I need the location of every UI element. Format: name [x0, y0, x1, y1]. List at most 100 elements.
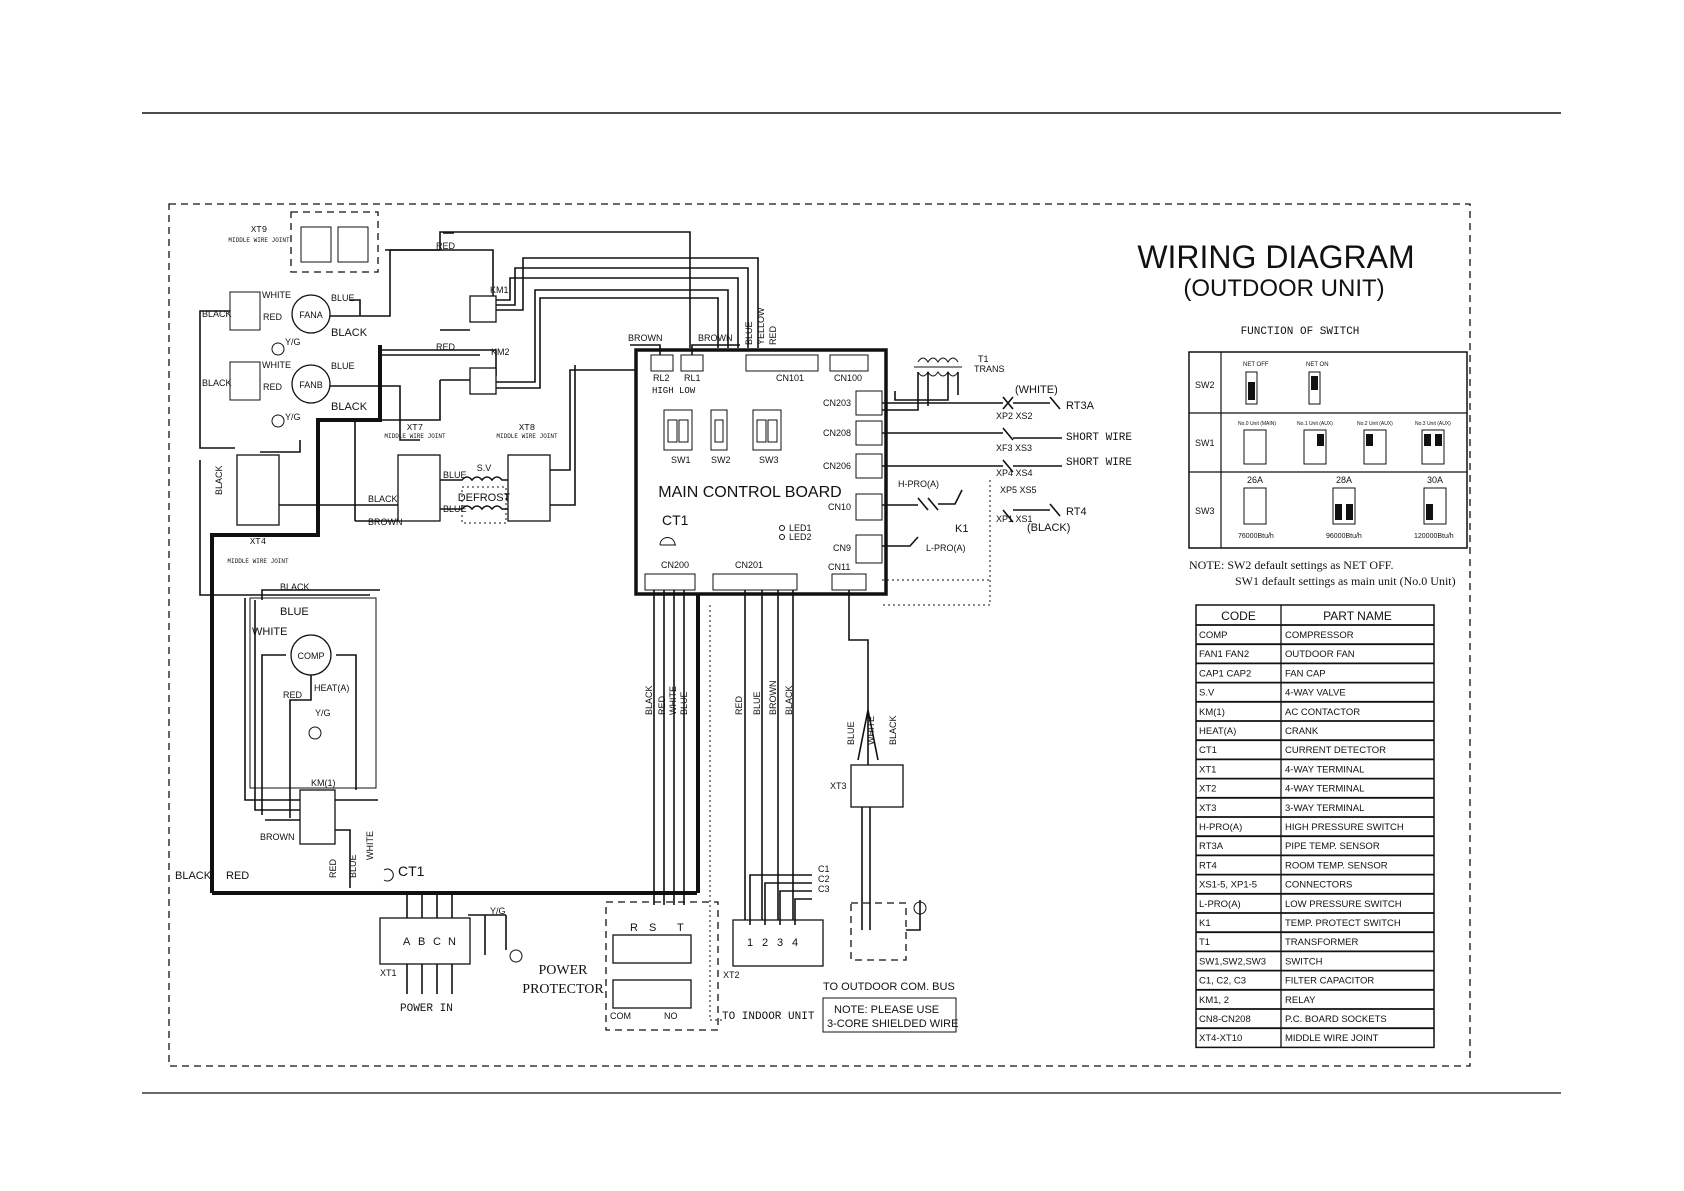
fana-label: FANA — [299, 310, 323, 320]
parts-row-code: C1, C2, C3 — [1199, 976, 1246, 987]
km1-red-label: RED — [436, 241, 456, 251]
parts-row-name: 4-WAY TERMINAL — [1285, 784, 1364, 795]
ground-icon — [308, 726, 322, 740]
sw2-label: SW2 — [711, 455, 731, 465]
t1-label: T1 — [978, 354, 989, 364]
shield-note-box — [822, 997, 957, 1033]
sw3-28a-lever-2 — [1346, 504, 1353, 520]
switch-function-table — [1188, 351, 1468, 549]
xt9-block-right — [337, 226, 369, 263]
sw3-dip-lever-1 — [756, 419, 767, 443]
sw3-opt-120000: 120000Btu/h — [1414, 533, 1454, 540]
parts-row-code: T1 — [1199, 937, 1210, 948]
sw1-unit3-switch — [1421, 429, 1445, 465]
parts-row-name: MIDDLE WIRE JOINT — [1285, 1033, 1379, 1044]
switch-function-title: FUNCTION OF SWITCH — [1241, 326, 1360, 338]
c1-label: C1 — [818, 864, 830, 874]
sw2-dip[interactable] — [710, 409, 728, 451]
to-outdoor-label: TO OUTDOOR COM. BUS — [823, 981, 955, 993]
rt4-label: RT4 — [1066, 506, 1087, 518]
protector-s: S — [649, 922, 656, 934]
parts-row-code: KM1, 2 — [1199, 995, 1229, 1006]
board-ct-icon — [659, 537, 676, 546]
fana-white-label: WHITE — [262, 290, 291, 300]
cn201-brown-label: BROWN — [768, 681, 778, 716]
sw2-netoff-lever — [1248, 382, 1255, 400]
fanb-yg-label: Y/G — [285, 412, 301, 422]
xt8-label: XT8 — [519, 423, 535, 433]
comp-wires — [261, 589, 380, 818]
sw2-neton-switch — [1308, 371, 1321, 405]
rl1-label: RL1 — [684, 373, 701, 383]
sw1-unit1-switch — [1303, 429, 1327, 465]
comp-yg-label: Y/G — [315, 708, 331, 718]
rl2-socket — [650, 354, 674, 372]
xt7-black-label: BLACK — [368, 494, 398, 504]
transformer-wires — [882, 372, 959, 411]
xt4-joint — [236, 454, 280, 526]
board-ct-label: CT1 — [662, 512, 689, 528]
parts-row-name: TRANSFORMER — [1285, 937, 1359, 948]
sw3-label: SW3 — [759, 455, 779, 465]
cn11-wires — [848, 590, 879, 930]
parts-row-code: XT1 — [1199, 764, 1216, 775]
comp-blue-label: BLUE — [280, 606, 309, 618]
cn101-label: CN101 — [776, 373, 804, 383]
cn201-socket — [712, 573, 798, 591]
shield-note-2: 3-CORE SHIELDED WIRE — [827, 1018, 958, 1030]
xp5-label: XP5 XS5 — [1000, 485, 1037, 495]
fana-motor — [291, 294, 331, 334]
sw3-dip-lever-2 — [767, 419, 778, 443]
hpro-label: H-PRO(A) — [898, 479, 939, 489]
fanb-black-label: BLACK — [202, 378, 232, 388]
sv-blue-label: BLUE — [443, 470, 467, 480]
xp1-label: XP1 XS1 — [996, 514, 1033, 524]
cn10-label: CN10 — [828, 502, 851, 512]
white-paren-label: (WHITE) — [1015, 384, 1058, 396]
sw1-row-label: SW1 — [1195, 438, 1215, 448]
sw3-opt-28a: 28A — [1336, 475, 1352, 485]
sw1-opt-1: No.1 Unit (AUX) — [1297, 421, 1333, 427]
parts-row-name: CURRENT DETECTOR — [1285, 745, 1386, 756]
cn101-blue-label: BLUE — [744, 321, 754, 345]
parts-row-name: P.C. BOARD SOCKETS — [1285, 1014, 1387, 1025]
board-brown2-label: BROWN — [698, 333, 733, 343]
km2-label: KM2 — [491, 347, 510, 357]
xt7-label: XT7 — [407, 423, 423, 433]
trans-label: TRANS — [974, 364, 1005, 374]
parts-row-name: PIPE TEMP. SENSOR — [1285, 841, 1380, 852]
sw3-opt-26a: 26A — [1247, 475, 1263, 485]
cn200-label: CN200 — [661, 560, 689, 570]
rt3a-label: RT3A — [1066, 400, 1095, 412]
xt4-black-label: BLACK — [214, 465, 224, 495]
cn200-wires — [653, 590, 685, 905]
cn101-socket — [745, 354, 819, 372]
fanb-cap — [229, 361, 261, 401]
parts-header-name: PART NAME — [1323, 609, 1392, 623]
sw3-dip[interactable] — [752, 409, 782, 451]
led2-label: LED2 — [789, 532, 812, 542]
sensor-wires — [882, 396, 1062, 547]
sv-label: S.V — [477, 463, 492, 473]
sw1-unit3-lever-2 — [1435, 434, 1442, 446]
bus-blue-vlabel: BLUE — [348, 854, 358, 878]
bus-red-vlabel: RED — [328, 858, 338, 878]
km2-relay — [469, 367, 497, 395]
bus-white-label: WHITE — [866, 716, 876, 745]
bus-white-vlabel: WHITE — [365, 831, 375, 860]
parts-row-code: CAP1 CAP2 — [1199, 668, 1251, 679]
sw1-dip[interactable] — [663, 409, 693, 451]
xt2-1: 1 — [747, 937, 753, 949]
xt4-label: XT4 — [250, 537, 266, 547]
ct1-icon — [383, 868, 394, 882]
short-wire-2-label: SHORT WIRE — [1066, 457, 1132, 469]
parts-row-name: 4-WAY TERMINAL — [1285, 764, 1364, 775]
xt7-joint — [397, 454, 441, 522]
xt9-sublabel: MIDDLE WIRE JOINT — [228, 237, 290, 244]
led1 — [779, 525, 785, 531]
board-brown-label: BROWN — [628, 333, 663, 343]
sw1-dip-lever-2 — [678, 419, 689, 443]
cn9-socket — [855, 534, 883, 564]
cn200-blue-label: BLUE — [679, 691, 689, 715]
